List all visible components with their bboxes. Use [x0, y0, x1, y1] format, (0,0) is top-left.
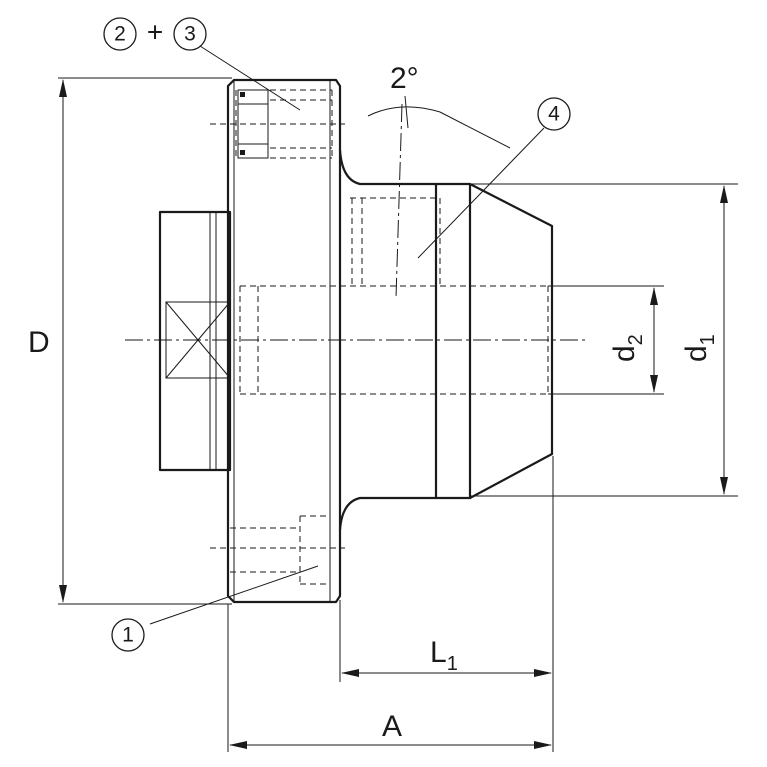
callout-circle-2: [103, 17, 137, 51]
extension-lines: [58, 77, 738, 752]
callout-number-4: 4: [548, 103, 560, 126]
callout-number-1: 1: [122, 624, 134, 647]
callout-1: 1: [111, 565, 319, 652]
callout-4: 4: [417, 97, 571, 259]
callout-2-3: 2 + 3: [103, 17, 301, 111]
label-d2: d2: [608, 334, 647, 362]
dimension-D: D: [28, 79, 67, 603]
dimension-d2: d2: [608, 287, 658, 393]
hub-nose: [338, 149, 554, 531]
center-lines: [125, 103, 585, 341]
dimension-L1: L1: [341, 636, 552, 677]
label-A: A: [382, 710, 402, 743]
dimension-d1: d1: [680, 185, 728, 495]
part-outline: [158, 78, 554, 604]
label-d1: d1: [680, 334, 719, 362]
hidden-lines: [210, 89, 552, 585]
label-D: D: [28, 326, 50, 359]
label-L1: L1: [430, 636, 458, 675]
callout-circle-1: [111, 618, 145, 652]
callout-number-3: 3: [184, 23, 196, 46]
flange: [226, 78, 342, 604]
dimension-A: A: [229, 710, 552, 749]
square-drive: [158, 210, 232, 472]
callout-number-2: 2: [114, 23, 126, 46]
callout-plus: +: [147, 17, 163, 48]
callout-circle-3: [173, 17, 207, 51]
callout-circle-4: [537, 97, 571, 131]
dimension-angle: 2°: [367, 62, 511, 149]
label-angle: 2°: [390, 62, 419, 95]
